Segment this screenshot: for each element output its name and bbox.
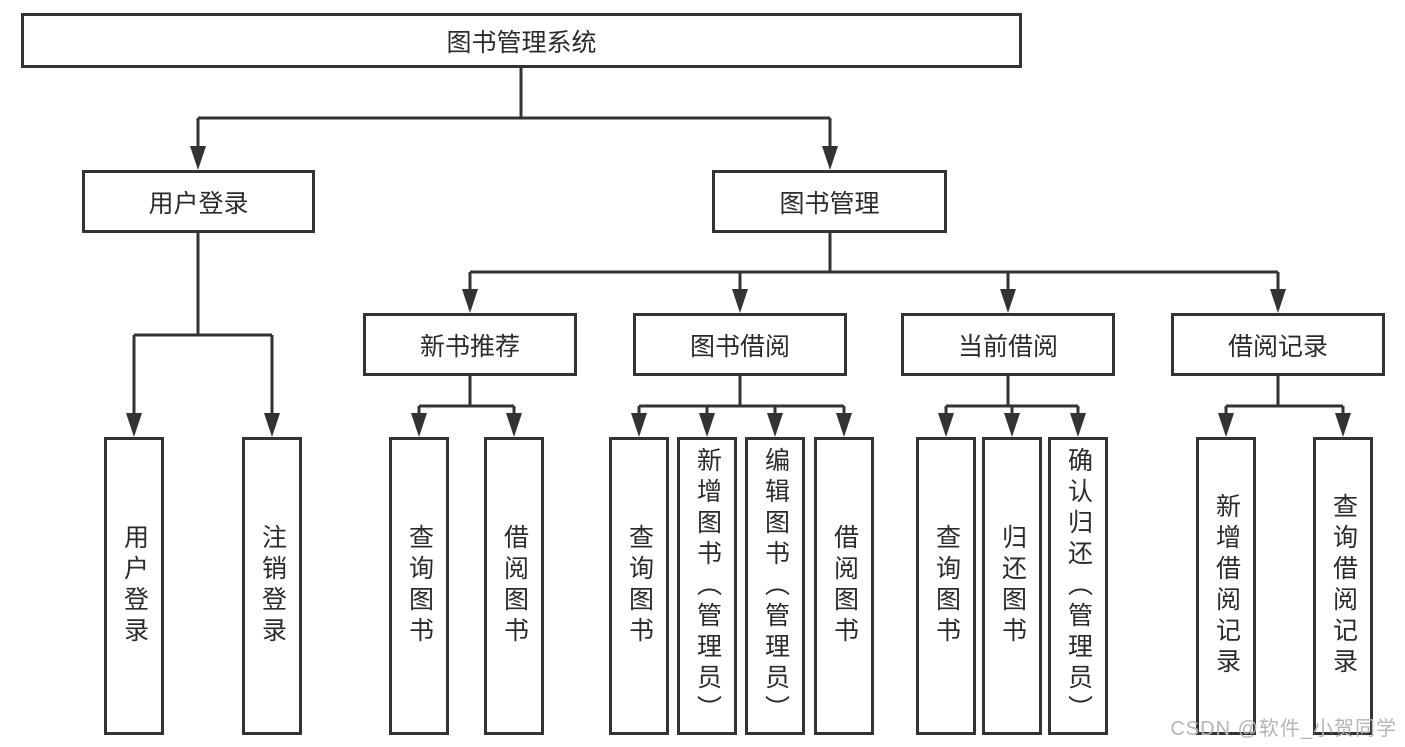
- connector-root-to-level2: [190, 68, 838, 170]
- arrowhead-icon: [699, 413, 715, 437]
- connector-new-book-recommend-to-leaves: [411, 376, 522, 437]
- arrowhead-icon: [1000, 289, 1016, 313]
- arrowhead-icon: [1070, 413, 1086, 437]
- arrowhead-icon: [190, 146, 206, 170]
- watermark: CSDN @软件_小贺同学: [1170, 718, 1397, 740]
- node-label: 确认归还（管理员）: [1064, 446, 1093, 726]
- leaf-logout: 注销登录: [242, 437, 302, 735]
- node-borrow-records: 借阅记录: [1171, 313, 1385, 376]
- leaf-user-login: 用户登录: [104, 437, 164, 735]
- node-label: 借阅图书: [500, 524, 529, 648]
- leaf-edit-book-admin: 编辑图书（管理员）: [745, 437, 805, 735]
- node-label: 编辑图书（管理员）: [761, 446, 790, 726]
- leaf-confirm-return-admin: 确认归还（管理员）: [1048, 437, 1108, 735]
- arrowhead-icon: [126, 413, 142, 437]
- arrowhead-icon: [822, 146, 838, 170]
- node-root: 图书管理系统: [21, 13, 1022, 68]
- node-label: 查询图书: [625, 524, 654, 648]
- arrowhead-icon: [1270, 289, 1286, 313]
- leaf-return-book: 归还图书: [982, 437, 1042, 735]
- node-label: 用户登录: [120, 524, 149, 648]
- node-label: 注销登录: [258, 524, 287, 648]
- node-label: 新增图书（管理员）: [693, 446, 722, 726]
- node-book-borrow: 图书借阅: [633, 313, 847, 376]
- node-label: 借阅图书: [830, 524, 859, 648]
- arrowhead-icon: [767, 413, 783, 437]
- connector-current-borrow-to-leaves: [938, 376, 1086, 437]
- leaf-query-books-recommend: 查询图书: [389, 437, 449, 735]
- arrowhead-icon: [631, 413, 647, 437]
- connector-borrow-records-to-leaves: [1218, 376, 1351, 437]
- arrowhead-icon: [1004, 413, 1020, 437]
- node-label: 图书借阅: [689, 332, 790, 361]
- node-book-management: 图书管理: [712, 170, 947, 233]
- node-label: 当前借阅: [957, 332, 1058, 361]
- node-label: 查询图书: [405, 524, 434, 648]
- leaf-borrow-books-borrow: 借阅图书: [814, 437, 874, 735]
- leaf-query-borrow-record: 查询借阅记录: [1313, 437, 1373, 735]
- leaf-add-book-admin: 新增图书（管理员）: [677, 437, 737, 735]
- node-label: 图书管理系统: [446, 28, 597, 57]
- arrowhead-icon: [462, 289, 478, 313]
- arrowhead-icon: [732, 289, 748, 313]
- node-label: 新增借阅记录: [1212, 493, 1241, 679]
- arrowhead-icon: [506, 413, 522, 437]
- leaf-query-books-current: 查询图书: [916, 437, 976, 735]
- connector-user-login-to-leaves: [126, 233, 280, 437]
- node-user-login: 用户登录: [82, 170, 315, 233]
- arrowhead-icon: [938, 413, 954, 437]
- leaf-borrow-books-recommend: 借阅图书: [484, 437, 544, 735]
- leaf-add-borrow-record: 新增借阅记录: [1196, 437, 1256, 735]
- node-current-borrow: 当前借阅: [901, 313, 1115, 376]
- connector-book-management-to-level3: [462, 232, 1286, 313]
- node-label: 查询图书: [932, 524, 961, 648]
- connector-book-borrow-to-leaves: [631, 376, 852, 437]
- leaf-query-books-borrow: 查询图书: [609, 437, 669, 735]
- arrowhead-icon: [411, 413, 427, 437]
- node-label: 借阅记录: [1227, 332, 1328, 361]
- node-label: 归还图书: [998, 524, 1027, 648]
- arrowhead-icon: [1218, 413, 1234, 437]
- node-label: 查询借阅记录: [1329, 493, 1358, 679]
- arrowhead-icon: [1335, 413, 1351, 437]
- node-label: 图书管理: [779, 189, 880, 218]
- node-label: 新书推荐: [419, 332, 520, 361]
- arrowhead-icon: [836, 413, 852, 437]
- node-new-book-recommend: 新书推荐: [363, 313, 577, 376]
- node-label: 用户登录: [148, 189, 249, 218]
- arrowhead-icon: [264, 413, 280, 437]
